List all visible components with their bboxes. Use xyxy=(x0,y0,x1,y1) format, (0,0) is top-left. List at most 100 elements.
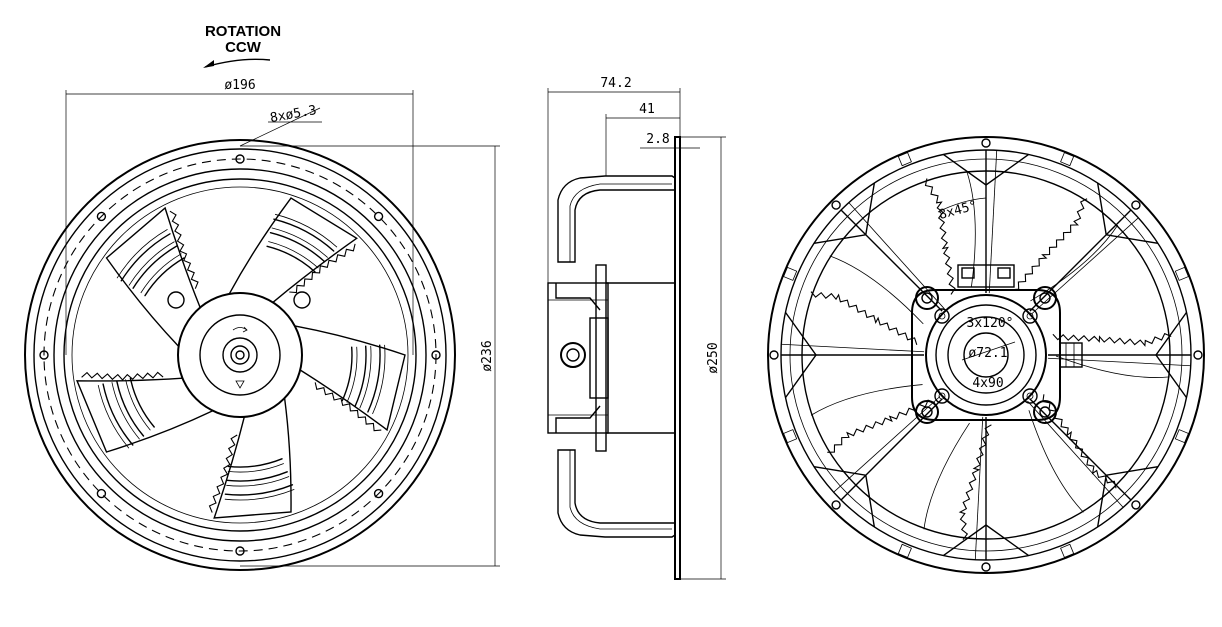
rear-view: 3x120° ø72.1 4x90 8x45° xyxy=(767,136,1205,574)
front-mount-hole xyxy=(96,488,107,499)
side-bracket-lower xyxy=(555,405,601,433)
side-rotor xyxy=(589,317,609,399)
rear-strut-frame xyxy=(784,311,817,399)
side-motor-face xyxy=(595,264,607,452)
rear-cable-gland-icon xyxy=(1059,342,1083,368)
rear-outer-ring xyxy=(767,136,1205,574)
rotation-direction-text: CCW xyxy=(225,39,262,56)
rear-motor-bolt-boss xyxy=(1022,388,1038,404)
front-slot xyxy=(269,232,325,263)
rotation-label: ROTATION CCW xyxy=(203,23,281,68)
front-slot xyxy=(144,257,185,297)
rear-blade-edge xyxy=(810,384,923,416)
dim-d250-label: ø250 xyxy=(706,342,721,373)
rear-motor-bolt-boss xyxy=(934,308,950,324)
rear-strut-edge xyxy=(974,416,984,560)
front-mount-hole xyxy=(39,350,49,360)
side-cable-gland-icon xyxy=(560,342,586,368)
rear-strut-edge xyxy=(781,343,925,353)
rear-strut-edge xyxy=(1031,217,1139,314)
front-mount-hole xyxy=(235,154,245,164)
front-mount-holes xyxy=(39,154,441,556)
front-hub-arrow-icon xyxy=(232,326,248,333)
rear-mount-hole xyxy=(981,562,991,572)
rear-strut-frame xyxy=(813,182,876,245)
rotation-text: ROTATION xyxy=(205,23,281,40)
rear-blade-edge xyxy=(923,422,970,530)
rear-strut xyxy=(1029,398,1132,501)
rotation-arrowhead-icon xyxy=(203,60,214,68)
front-slot-edge xyxy=(271,227,328,258)
rear-strut xyxy=(1029,209,1132,312)
rear-terminal-box xyxy=(957,264,1015,288)
front-hub-nut xyxy=(235,350,245,360)
front-mount-hole xyxy=(431,350,441,360)
side-flange xyxy=(674,136,681,580)
rear-flange-bolt xyxy=(921,406,933,418)
rear-mount-hole xyxy=(769,350,779,360)
rear-hub-outer xyxy=(947,316,1025,394)
front-mount-hole xyxy=(96,211,107,222)
front-slot-edge xyxy=(227,463,284,473)
front-slot-edge xyxy=(116,229,168,279)
front-blade-serration xyxy=(314,382,382,432)
front-slot xyxy=(129,377,155,428)
rotation-arrow-icon xyxy=(204,58,271,68)
front-boss-right xyxy=(293,291,311,309)
front-blade xyxy=(105,206,201,347)
dim-bolt-pattern-label: 3x120° xyxy=(967,316,1014,331)
dim-mount-label: 4x90 xyxy=(972,376,1003,391)
rear-mount-hole xyxy=(831,200,841,210)
front-blade-serration xyxy=(208,434,238,513)
rear-blade-edge xyxy=(829,255,924,325)
front-slot xyxy=(226,471,288,482)
front-bolt-circle xyxy=(43,158,437,552)
front-mount-hole xyxy=(235,546,245,556)
front-slot-edge xyxy=(226,476,290,487)
rear-flange-bolt-boss xyxy=(915,400,939,424)
front-slot xyxy=(367,344,381,413)
rear-blade-serration xyxy=(958,424,992,541)
front-slot-edge xyxy=(111,382,140,440)
rear-strut xyxy=(840,398,943,501)
front-blade xyxy=(228,197,358,303)
front-guard-ring-inner xyxy=(71,186,409,524)
front-slot-edge xyxy=(97,385,130,449)
front-slot-edge xyxy=(140,253,182,294)
rear-strut xyxy=(840,209,943,312)
front-slot-edge xyxy=(346,346,358,403)
front-ring-2 xyxy=(33,148,447,562)
front-blade xyxy=(75,377,214,453)
front-slot-edge xyxy=(268,241,319,269)
dim-leader-holes xyxy=(239,107,321,147)
rear-clip xyxy=(897,543,912,558)
front-guard-ring xyxy=(63,178,417,532)
dim-d236-label: ø236 xyxy=(480,340,495,371)
front-slot-edge xyxy=(224,489,295,501)
dim-thickness-label: 2.8 xyxy=(646,132,669,147)
rear-flange-bolt xyxy=(1039,406,1051,418)
rear-mount-hole xyxy=(831,500,841,510)
front-slot-edge xyxy=(372,344,386,415)
front-slot xyxy=(227,458,283,468)
front-slot-edge xyxy=(275,213,338,248)
front-blade xyxy=(294,325,406,432)
rear-motor-bolt xyxy=(938,312,946,320)
front-blade xyxy=(213,397,292,519)
rear-blades xyxy=(810,170,1172,541)
rear-motor-bolt xyxy=(938,392,946,400)
rear-motor-bolt xyxy=(1026,312,1034,320)
dim-angle-label: 8x45° xyxy=(937,198,979,223)
front-slot xyxy=(354,345,367,407)
front-slot xyxy=(132,245,178,289)
rear-hub-inner xyxy=(963,332,1009,378)
rear-clip xyxy=(1174,266,1189,281)
front-hub-shaft xyxy=(230,345,250,365)
front-view: ø196 8xø5.3 ø236 xyxy=(24,78,500,571)
dim-hub-leader xyxy=(961,341,1016,361)
rear-strut-edge xyxy=(1027,400,1124,508)
front-slot-edge xyxy=(125,379,151,431)
dim-depth-label: 74.2 xyxy=(600,76,631,91)
rear-mount-hole xyxy=(1131,200,1141,210)
